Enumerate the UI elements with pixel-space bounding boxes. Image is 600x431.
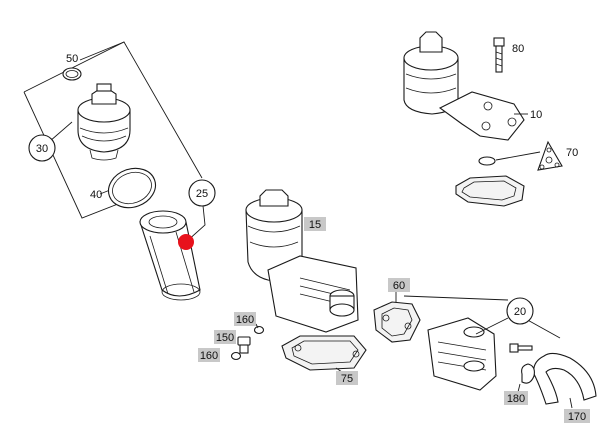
flange-70[interactable]: [537, 140, 563, 171]
oil-cooler-20[interactable]: [427, 317, 497, 391]
plug-screw-150[interactable]: [237, 336, 251, 354]
callout-30[interactable]: 30: [28, 134, 56, 162]
seal-ring-160-top[interactable]: [253, 325, 265, 335]
leader-70: [495, 151, 541, 161]
filter-housing-15[interactable]: [245, 189, 359, 333]
svg-text:160: 160: [200, 350, 218, 362]
gasket-75[interactable]: [281, 335, 367, 371]
label-10: 10: [530, 109, 542, 121]
leader-170: [569, 397, 573, 409]
oil-filter-housing-10[interactable]: [403, 31, 525, 141]
bolt-80[interactable]: [493, 37, 505, 73]
leader-160-top: [255, 323, 259, 329]
label-50: 50: [66, 53, 78, 65]
svg-text:20: 20: [514, 306, 526, 318]
callout-180[interactable]: 180: [504, 391, 528, 405]
gasket-60[interactable]: [373, 301, 421, 343]
leader-20: [403, 295, 561, 339]
hose-clamp-180[interactable]: [521, 363, 535, 384]
callout-75[interactable]: 75: [336, 371, 358, 385]
seal-ring-160-bottom[interactable]: [230, 351, 242, 361]
callout-15[interactable]: 15: [304, 217, 326, 231]
svg-text:160: 160: [236, 314, 254, 326]
label-40: 40: [90, 189, 102, 201]
filter-element-25[interactable]: [139, 210, 201, 301]
leader-180: [517, 383, 521, 393]
svg-text:180: 180: [507, 393, 525, 405]
callout-160-bottom[interactable]: 160: [198, 348, 220, 362]
svg-text:60: 60: [393, 280, 405, 292]
callout-20[interactable]: 20: [506, 297, 534, 325]
filter-cap-30[interactable]: [77, 83, 131, 161]
callout-160-top[interactable]: 160: [234, 312, 256, 326]
svg-text:30: 30: [36, 143, 48, 155]
cooler-bolt[interactable]: [509, 343, 533, 353]
label-70: 70: [566, 147, 578, 159]
hose-170[interactable]: [533, 352, 597, 405]
o-ring-50[interactable]: [62, 67, 82, 81]
svg-text:170: 170: [568, 411, 586, 423]
callout-170[interactable]: 170: [564, 409, 590, 423]
label-80: 80: [512, 43, 524, 55]
svg-text:25: 25: [196, 188, 208, 200]
svg-text:75: 75: [341, 373, 353, 385]
svg-text:150: 150: [216, 332, 234, 344]
gasket-upper[interactable]: [455, 175, 525, 207]
callout-60[interactable]: 60: [388, 278, 410, 292]
callout-25[interactable]: 25: [188, 179, 216, 207]
callout-150[interactable]: 150: [214, 330, 236, 344]
seal-ring-small[interactable]: [478, 156, 496, 166]
highlight-marker: [178, 234, 194, 250]
o-ring-40[interactable]: [103, 162, 161, 214]
svg-text:15: 15: [309, 219, 321, 231]
